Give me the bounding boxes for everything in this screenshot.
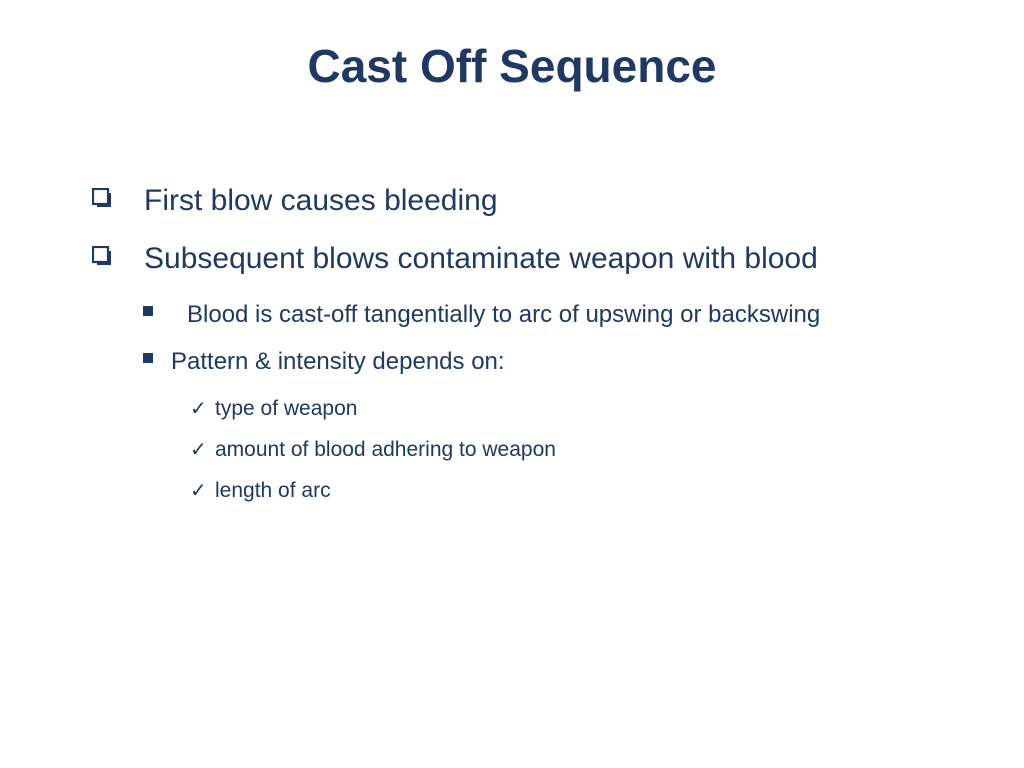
check-icon: ✓: [190, 437, 207, 461]
check-icon: ✓: [190, 478, 207, 502]
check-item-text: length of arc: [215, 479, 331, 502]
hollow-square-icon: [92, 188, 111, 207]
bullet-text: First blow causes bleeding: [144, 184, 498, 217]
check-item-type-of-weapon: ✓ type of weapon: [86, 388, 946, 429]
filled-square-icon: [143, 353, 153, 363]
bullet-list: First blow causes bleeding Subsequent bl…: [86, 178, 946, 511]
check-item-text: type of weapon: [215, 397, 358, 420]
check-item-length-of-arc: ✓ length of arc: [86, 470, 946, 511]
slide-title: Cast Off Sequence: [307, 40, 717, 92]
sub-bullet-text: Blood is cast-off tangentially to arc of…: [187, 301, 821, 328]
bullet-text: Subsequent blows contaminate weapon with…: [144, 242, 818, 275]
bullet-item-first-blow: First blow causes bleeding: [86, 178, 946, 224]
sub-bullet-text: Pattern & intensity depends on:: [171, 348, 505, 375]
filled-square-icon: [143, 306, 153, 316]
check-item-text: amount of blood adhering to weapon: [215, 438, 556, 461]
sub-bullet-item-cast-off: Blood is cast-off tangentially to arc of…: [86, 294, 946, 335]
check-icon: ✓: [190, 396, 207, 420]
check-item-amount-of-blood: ✓ amount of blood adhering to weapon: [86, 429, 946, 470]
hollow-square-icon: [92, 246, 111, 265]
bullet-item-subsequent-blows: Subsequent blows contaminate weapon with…: [86, 236, 946, 282]
sub-bullet-item-pattern: Pattern & intensity depends on:: [86, 341, 946, 382]
